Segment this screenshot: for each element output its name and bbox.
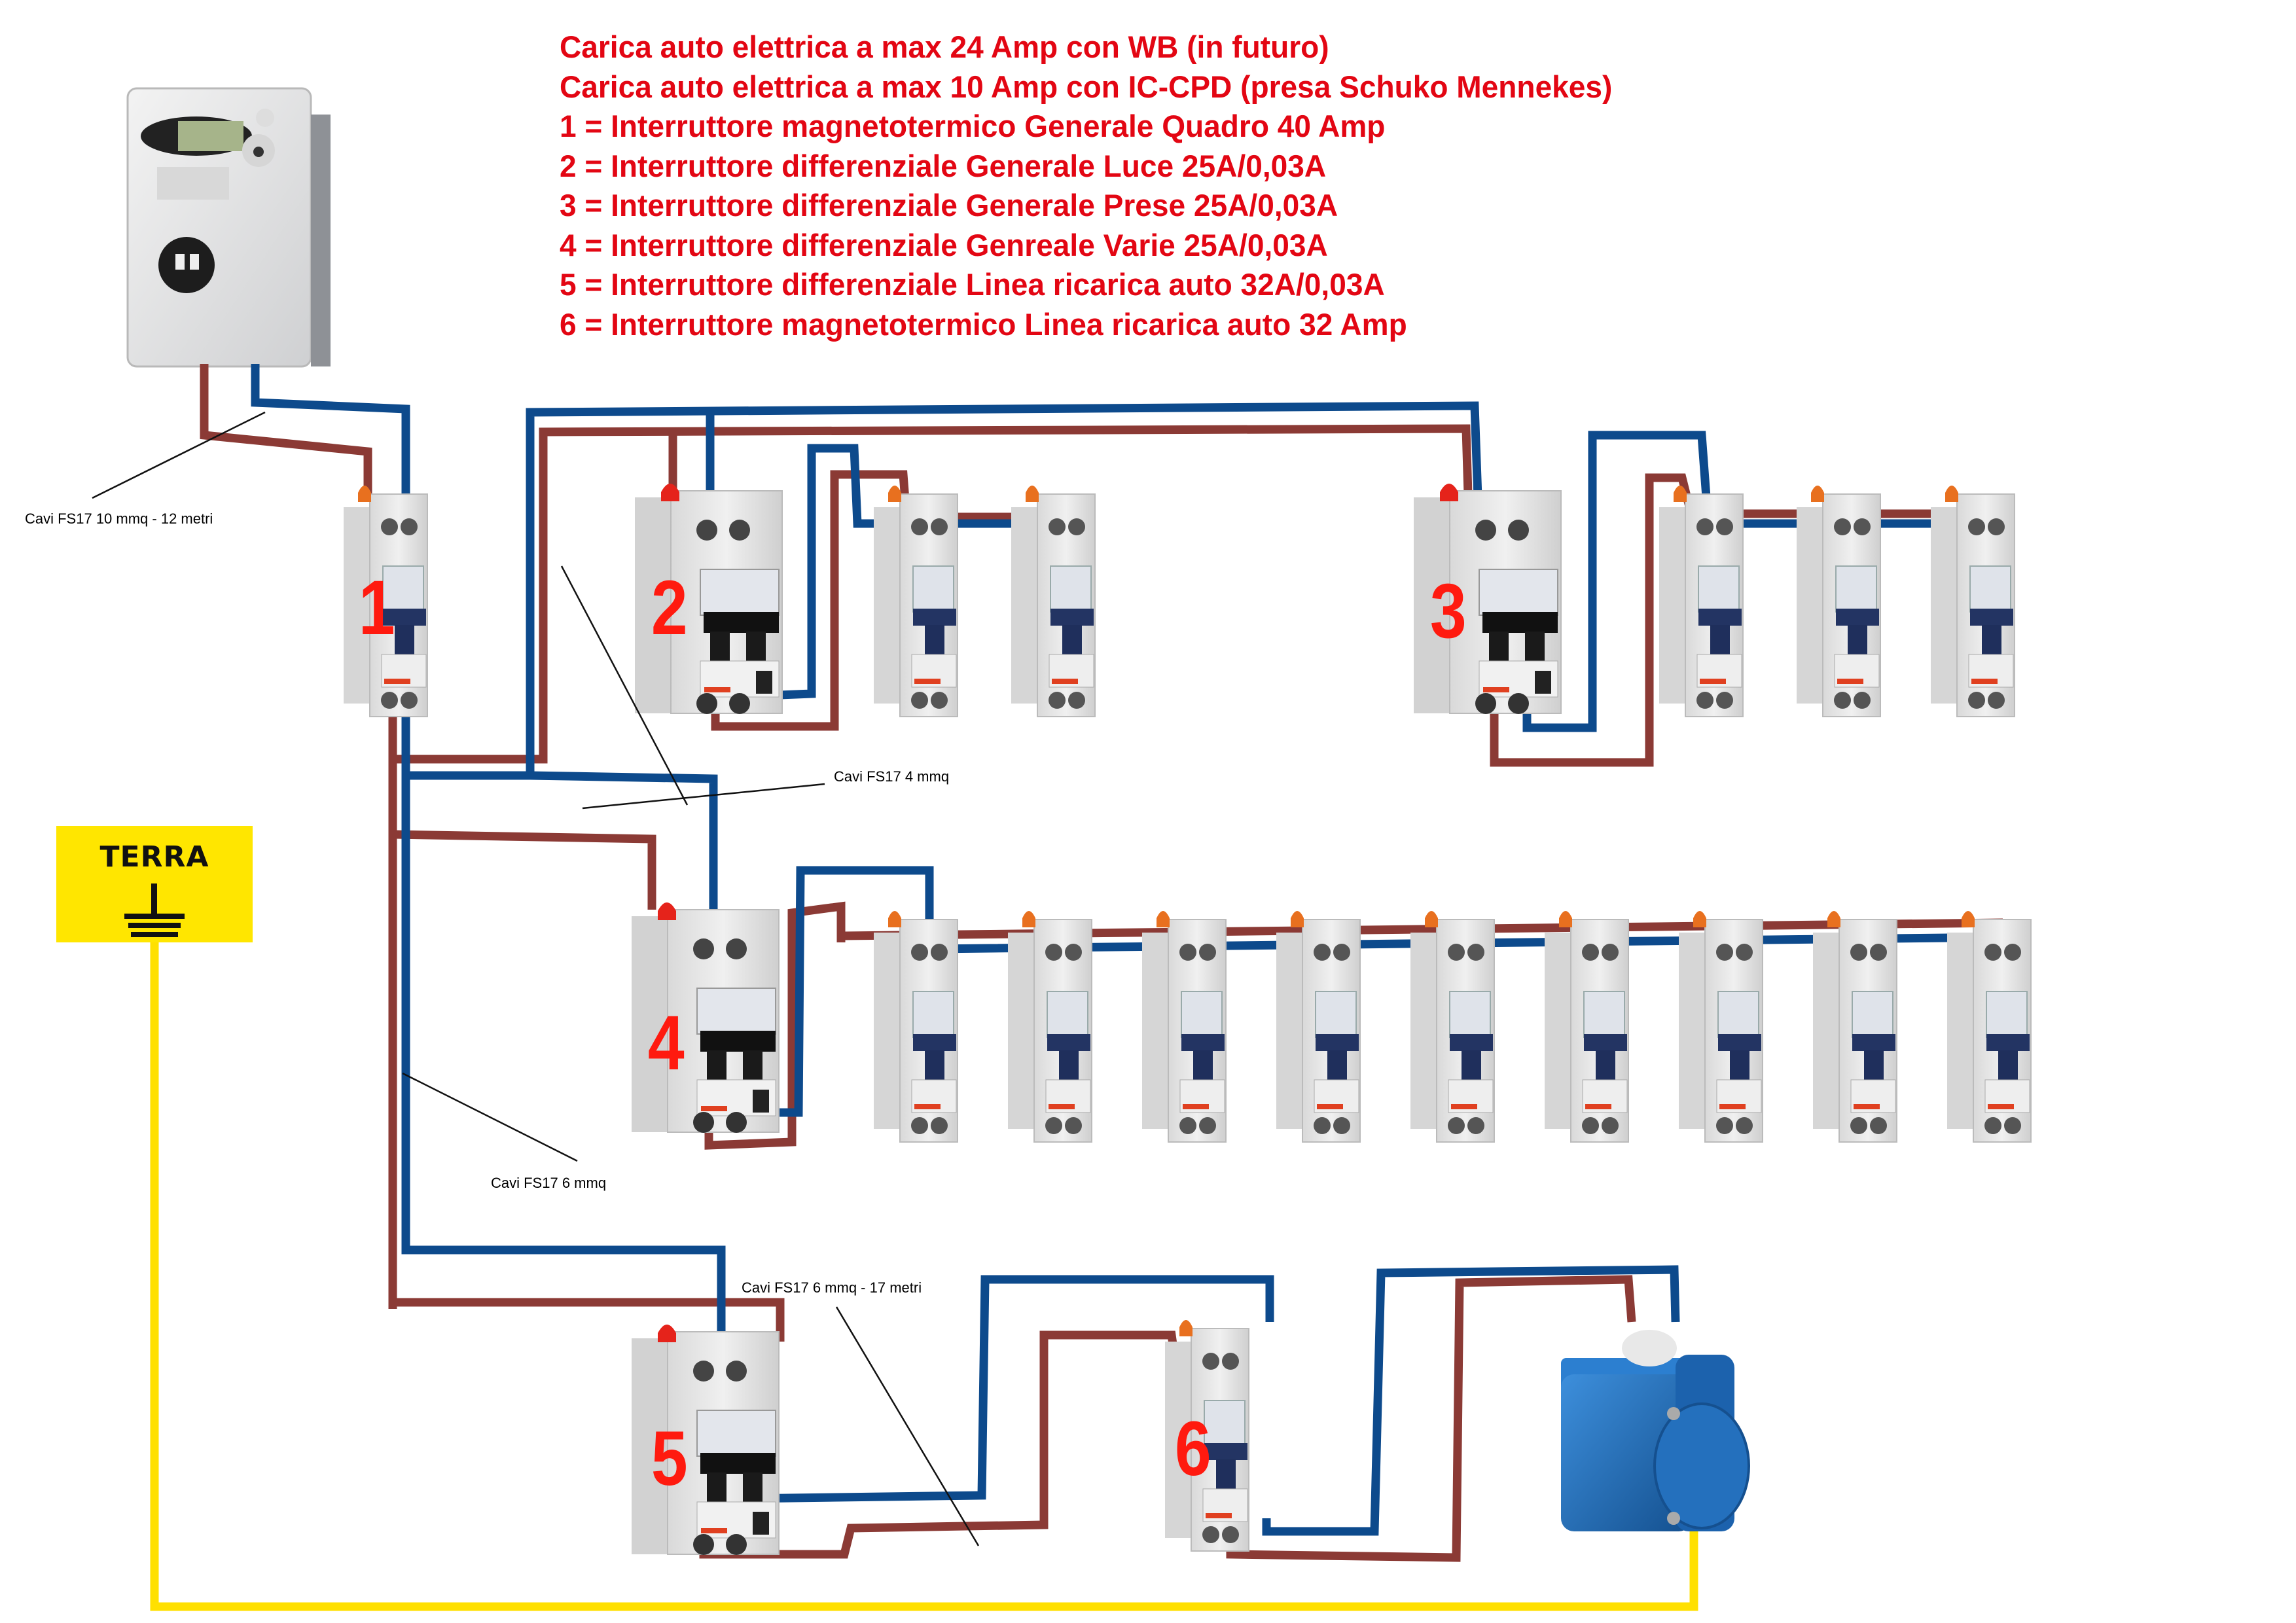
legend-line: 6 = Interruttore magnetotermico Linea ri…	[560, 306, 1407, 342]
legend-line: 1 = Interruttore magnetotermico Generale…	[560, 109, 1386, 143]
earth-ground-icon	[124, 883, 185, 937]
breaker-number-2: 2	[651, 565, 688, 651]
schuko-socket	[1561, 1330, 1750, 1531]
legend-line: Carica auto elettrica a max 24 Amp con W…	[560, 29, 1329, 64]
leader-lines	[92, 411, 980, 1546]
legend-line: 4 = Interruttore differenziale Genreale …	[560, 227, 1328, 262]
breaker-number-1: 1	[358, 565, 395, 651]
cable-label-ev-line: Cavi FS17 6 mmq - 17 metri	[742, 1279, 922, 1296]
cable-label-meter-feed: Cavi FS17 10 mmq - 12 metri	[25, 510, 213, 527]
energy-meter	[126, 87, 331, 368]
legend-line: 2 = Interruttore differenziale Generale …	[560, 148, 1327, 183]
legend-line: 5 = Interruttore differenziale Linea ric…	[560, 267, 1385, 302]
mcb-group-prese	[1659, 485, 2015, 717]
legend-line: Carica auto elettrica a max 10 Amp con I…	[560, 69, 1613, 104]
breaker-number-3: 3	[1429, 568, 1467, 654]
breaker-number-6: 6	[1174, 1406, 1211, 1492]
earth-label: TERRA	[99, 840, 209, 874]
breaker-number-5: 5	[651, 1416, 688, 1502]
legend: Carica auto elettrica a max 24 Amp con W…	[560, 27, 1634, 344]
legend-line: 3 = Interruttore differenziale Generale …	[560, 188, 1338, 223]
mcb-group-varie	[873, 910, 2032, 1143]
cable-label-distribution: Cavi FS17 4 mmq	[834, 768, 950, 785]
cable-label-branch: Cavi FS17 6 mmq	[491, 1175, 607, 1191]
breaker-number-4: 4	[647, 1000, 685, 1086]
earth-wire	[150, 942, 1698, 1611]
earth-sign: TERRA	[56, 826, 253, 942]
